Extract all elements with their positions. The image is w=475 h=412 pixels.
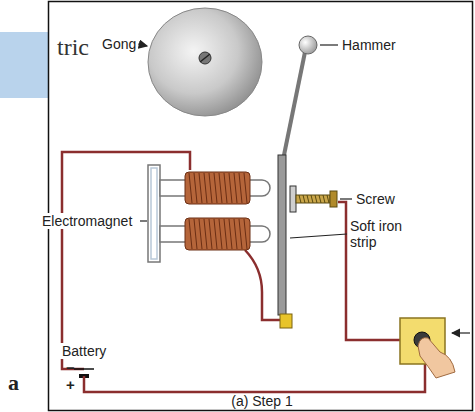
part-label: Soft iron strip: [348, 218, 422, 250]
screw-threads: [299, 195, 329, 203]
leader-line: [290, 234, 347, 238]
winding: [234, 219, 237, 249]
terminal-sign: −: [64, 359, 77, 376]
thread: [323, 195, 325, 203]
thread: [303, 195, 305, 203]
coil-windings: [185, 172, 250, 250]
hammer-rod: [283, 52, 305, 160]
electromagnet-core: [148, 165, 270, 262]
thread: [307, 195, 309, 203]
wire: [84, 364, 425, 392]
winding: [229, 219, 232, 249]
leader-line: [140, 220, 147, 221]
winding: [244, 173, 247, 203]
terminal-sign: +: [64, 376, 77, 393]
winding: [209, 173, 212, 203]
battery-plate: [74, 368, 94, 370]
thread: [299, 195, 301, 203]
winding: [209, 219, 212, 249]
part-label: Hammer: [340, 37, 398, 53]
thread: [319, 195, 321, 203]
winding: [224, 219, 227, 249]
soft-iron-strip: [278, 155, 286, 315]
core-inner: [151, 168, 157, 259]
thread: [315, 195, 317, 203]
screw-body: [296, 195, 330, 203]
winding: [199, 173, 202, 203]
wire: [83, 376, 86, 384]
winding: [219, 173, 222, 203]
leader-line: [320, 44, 338, 45]
winding: [224, 173, 227, 203]
figure-caption: (a) Step 1: [231, 393, 292, 409]
winding: [239, 173, 242, 203]
text-fragment: a: [6, 370, 21, 395]
finger: [418, 338, 455, 378]
winding: [219, 219, 222, 249]
coil: [185, 218, 250, 250]
winding: [229, 173, 232, 203]
part-label: Screw: [354, 191, 397, 207]
part-label: Battery: [60, 343, 108, 359]
winding: [189, 219, 192, 249]
hammer-ball: [299, 36, 317, 54]
heading-fragment: tric: [55, 34, 91, 62]
figure-frame: [49, 2, 473, 411]
wire: [245, 250, 282, 320]
page-tab: [0, 32, 48, 98]
winding: [189, 173, 192, 203]
core-back: [148, 165, 160, 262]
thread: [311, 195, 313, 203]
winding: [194, 173, 197, 203]
leader-line: [138, 44, 147, 46]
gong-bowl: [148, 8, 262, 116]
strip-contact: [280, 314, 292, 328]
pointer-arrow: [452, 332, 470, 333]
part-label: Gong: [100, 36, 138, 52]
winding: [204, 173, 207, 203]
winding: [204, 219, 207, 249]
screw-head: [330, 191, 337, 207]
winding: [214, 173, 217, 203]
screw-contact: [290, 186, 296, 212]
leader-line: [340, 198, 352, 199]
gong-screw: [199, 52, 211, 64]
winding: [234, 173, 237, 203]
winding: [194, 219, 197, 249]
winding: [244, 219, 247, 249]
winding: [239, 219, 242, 249]
winding: [199, 219, 202, 249]
winding: [214, 219, 217, 249]
gong-screw-slot: [200, 54, 210, 62]
wires: [62, 152, 425, 392]
coil: [185, 172, 250, 204]
part-label: Electromagnet: [40, 213, 134, 229]
thread: [327, 195, 329, 203]
